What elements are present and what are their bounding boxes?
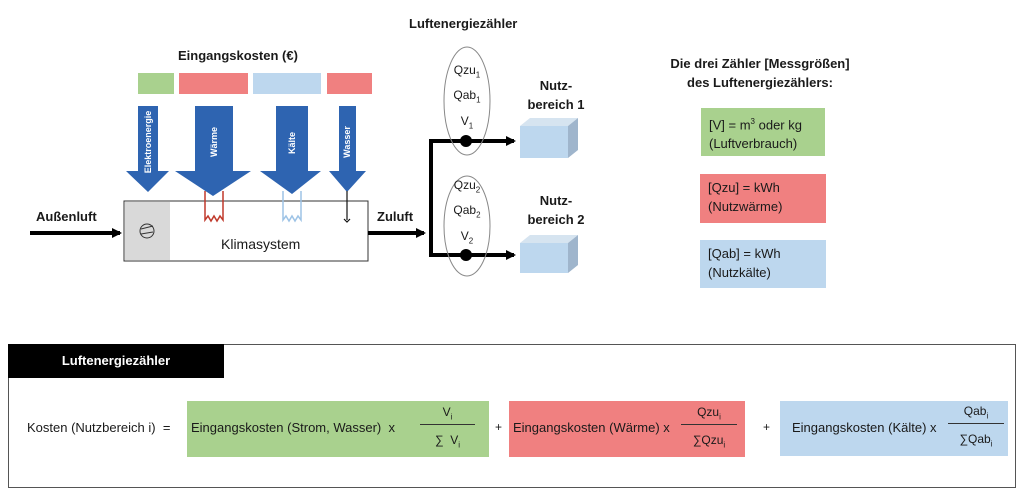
- zone-box-2: [520, 235, 578, 273]
- legend-item-volume: [V] = m3 oder kg (Luftverbrauch): [701, 108, 825, 156]
- humidifier-nozzle-icon: [343, 191, 351, 223]
- air-system-diagram: [30, 46, 578, 277]
- meter-qzu-2: Qzu: [453, 178, 476, 192]
- meter-ellipse-1: [443, 46, 491, 156]
- meter-v-2: V: [460, 228, 469, 243]
- arrow-label-water: Wasser: [342, 126, 352, 158]
- input-costs-title: Eingangskosten (€): [178, 48, 298, 63]
- term-2-fraction: Qzui ∑Qzui: [681, 403, 737, 449]
- fan-section: [125, 202, 170, 260]
- term-2-text: Eingangskosten (Wärme) x: [513, 420, 670, 435]
- formula-header: Luftenergiezähler: [8, 344, 224, 378]
- formula-lhs: Kosten (Nutzbereich i) =: [27, 420, 171, 435]
- meter-v-1: V: [460, 113, 469, 128]
- legend-title: Die drei Zähler [Messgrößen] des Luftene…: [670, 56, 850, 90]
- formula-term-cold: Eingangskosten (Kälte) x Qabi ∑Qabi: [780, 401, 1008, 456]
- meter-values-1: Qzu1 Qab1 V1: [453, 63, 481, 131]
- zone-label-2: Nutz- bereich 2: [527, 193, 585, 227]
- supply-air-label: Zuluft: [377, 209, 414, 224]
- cooling-coil-icon: [282, 191, 302, 223]
- term-1-text: Eingangskosten (Strom, Wasser) x: [191, 420, 395, 435]
- fan-icon: [139, 223, 155, 239]
- legend-item-cold: [Qab] = kWh (Nutzkälte): [700, 240, 826, 288]
- arrow-water: [329, 106, 366, 192]
- cost-bar-heat: [179, 73, 248, 94]
- zone-box-1: [520, 118, 578, 158]
- cost-bar-cold: [253, 73, 321, 94]
- climate-system-label: Klimasystem: [221, 236, 301, 252]
- meter-point-2: [460, 249, 472, 261]
- arrow-heat: [175, 106, 251, 196]
- meter-qab-2: Qab: [453, 203, 477, 218]
- meter-title: Luftenergiezähler: [409, 16, 518, 31]
- arrow-label-cold: Kälte: [287, 131, 297, 155]
- cost-bar-water: [327, 73, 372, 94]
- legend-item-heat: [Qzu] = kWh (Nutzwärme): [700, 174, 826, 223]
- plus-sign-2: +: [763, 420, 771, 434]
- arrow-label-electricity: Elektroenergie: [143, 110, 153, 174]
- arrow-cold: [260, 106, 321, 194]
- formula-term-electricity-water: Eingangskosten (Strom, Wasser) x Vi ∑ Vi: [187, 401, 489, 457]
- term-3-fraction: Qabi ∑Qabi: [948, 402, 1004, 448]
- meter-ellipse-2: [443, 175, 491, 277]
- meter-qab-1: Qab: [453, 88, 477, 103]
- term-1-fraction: Vi ∑ Vi: [420, 403, 475, 449]
- cost-bar-electricity: [138, 73, 174, 94]
- term-3-text: Eingangskosten (Kälte) x: [792, 420, 937, 435]
- meter-values-2: Qzu2 Qab2 V2: [453, 178, 481, 246]
- formula-panel: [8, 344, 1016, 488]
- heating-coil-icon: [204, 191, 224, 223]
- meter-point-1: [460, 135, 472, 147]
- formula-term-heat: Eingangskosten (Wärme) x Qzui ∑Qzui: [509, 401, 745, 457]
- meter-qzu-1: Qzu: [453, 63, 476, 77]
- arrow-label-heat: Wärme: [209, 126, 219, 158]
- zone-label-1: Nutz- bereich 1: [527, 78, 585, 112]
- plus-sign-1: +: [495, 420, 503, 434]
- arrow-electricity: [126, 106, 169, 192]
- outside-air-label: Außenluft: [36, 209, 97, 224]
